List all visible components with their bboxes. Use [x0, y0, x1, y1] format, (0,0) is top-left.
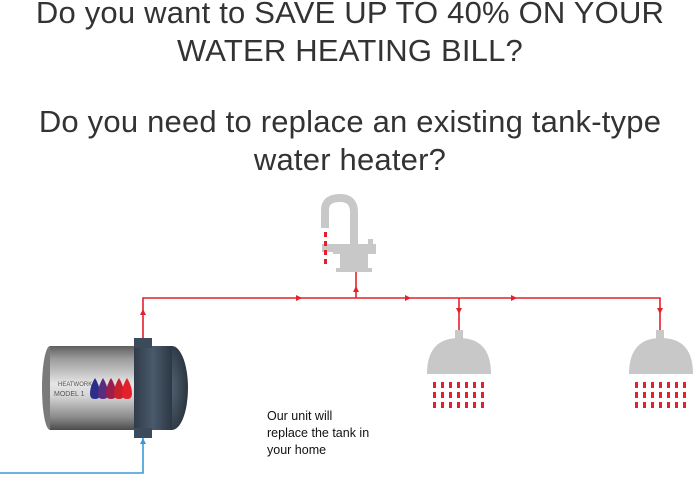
- cold-water-line: [0, 428, 146, 474]
- shower-head-icon: [629, 330, 693, 408]
- water-heater-icon: HEATWORKS MODEL 1: [42, 338, 188, 438]
- temperature-drops-icon: [90, 378, 132, 399]
- caption-line-2: replace the tank in: [267, 426, 370, 440]
- headline-line-1: Do you want to SAVE UP TO 40% ON YOUR: [35, 0, 665, 30]
- hot-flow-arrow-icon: [511, 295, 517, 301]
- heater-brand-label: HEATWORKS: [58, 382, 96, 388]
- question-line-1: Do you need to replace an existing tank-…: [38, 104, 662, 139]
- hot-flow-arrow-icon: [140, 309, 146, 315]
- hot-flow-arrow-icon: [296, 295, 302, 301]
- hot-flow-arrow-icon: [657, 308, 663, 314]
- hot-water-line: [140, 272, 663, 340]
- caption-line-1: Our unit will: [267, 409, 333, 423]
- replacement-caption: Our unit will replace the tank in your h…: [267, 408, 417, 459]
- heater-model-label: MODEL 1: [54, 391, 85, 398]
- cold-flow-arrow-icon: [140, 438, 146, 444]
- shower-head-icon: [427, 330, 491, 408]
- hot-flow-arrow-icon: [405, 295, 411, 301]
- hot-flow-arrow-icon: [456, 308, 462, 314]
- hot-flow-arrow-icon: [353, 286, 359, 292]
- question-line-2: water heater?: [253, 142, 447, 177]
- faucet-icon: [321, 193, 376, 272]
- caption-line-3: your home: [267, 443, 327, 457]
- headline-line-2: WATER HEATING BILL?: [176, 33, 523, 68]
